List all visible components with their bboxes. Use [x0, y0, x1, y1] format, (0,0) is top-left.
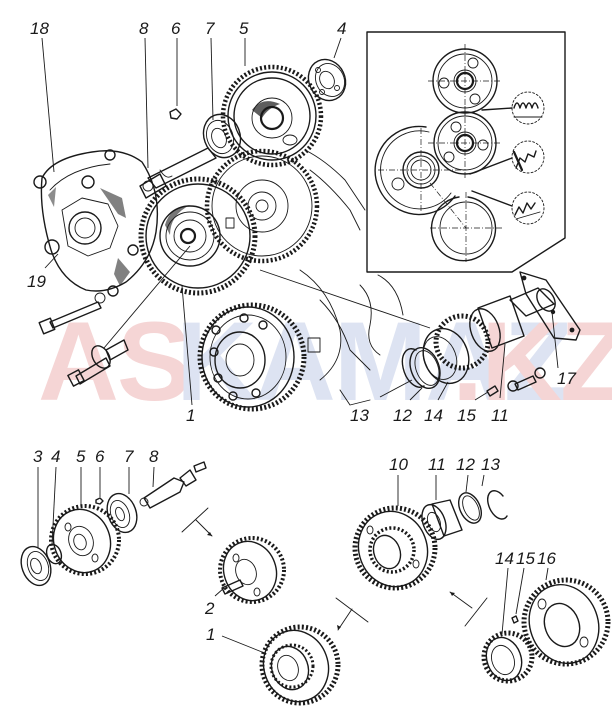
callout-12-assembly: 12	[393, 406, 412, 425]
callout-11-right: 11	[428, 455, 446, 474]
lower-left-exploded-group: 3 4 5 6 7 8 2 1	[20, 447, 369, 706]
assembly-callouts: 18 8 6 7 5 4 19 1 13 12 14 15 11 17	[27, 19, 576, 425]
callout-15-assembly: 15	[457, 406, 476, 425]
bolt-long	[38, 292, 106, 335]
inset-middle-gear	[428, 106, 502, 180]
part-13-snap-ring	[487, 490, 508, 520]
callout-5: 5	[239, 19, 249, 38]
part-17-flange-axle	[509, 271, 581, 341]
part-14-gear	[481, 630, 535, 684]
part-7-bearing-small	[106, 492, 138, 534]
callout-14-assembly: 14	[424, 406, 443, 425]
assembly-arrow-3	[449, 591, 488, 627]
part-18-cover	[33, 149, 159, 297]
crankshaft-outline	[299, 149, 404, 406]
callout-6-left: 6	[95, 447, 105, 466]
lower-right-exploded-group: 10 11 12 13 14 15 16	[352, 455, 611, 684]
callout-16: 16	[537, 549, 556, 568]
part-8-shaft-small	[139, 461, 207, 509]
callout-1-assembly: 1	[186, 406, 195, 425]
callout-17: 17	[557, 369, 576, 388]
part-5-camshaft-gear	[220, 64, 324, 168]
part-13-snap-ring-right	[401, 348, 425, 388]
callout-6: 6	[171, 19, 181, 38]
callout-7: 7	[205, 19, 215, 38]
callout-1-left: 1	[206, 625, 215, 644]
callout-11-assembly: 11	[491, 406, 509, 425]
intermediate-gear-center	[204, 148, 320, 264]
crankshaft-gear-lower	[197, 302, 307, 412]
part-1-idler-gear-assembly	[138, 176, 258, 296]
watermark-kamaz: KAMAZ	[176, 299, 570, 424]
assembly-arrow-1	[181, 507, 213, 537]
part-4-bearing	[307, 58, 347, 102]
part-6-key	[169, 108, 182, 120]
callout-5-left: 5	[76, 447, 86, 466]
inset-mesh-details	[469, 91, 545, 225]
callout-4-left: 4	[51, 447, 60, 466]
assembly-arrow-2	[335, 597, 369, 631]
callout-13-assembly: 13	[350, 406, 369, 425]
part-6-key-small	[95, 497, 104, 505]
inset-frame	[366, 31, 566, 273]
callout-2: 2	[204, 599, 215, 618]
part-11-bearing-right	[469, 295, 525, 352]
part-15-pin-right	[486, 385, 499, 397]
callout-3: 3	[33, 447, 43, 466]
callout-8-left: 8	[149, 447, 159, 466]
axle-with-washer	[67, 339, 129, 387]
callout-15-right: 15	[516, 549, 535, 568]
callout-19: 19	[27, 272, 46, 291]
part-12-ring-right	[409, 346, 441, 390]
callout-14-right: 14	[495, 549, 514, 568]
callout-18: 18	[30, 19, 49, 38]
leader-line-axle	[103, 245, 191, 349]
part-10-gear	[352, 505, 438, 591]
part-5-gear	[49, 504, 121, 576]
part-7-bearing	[202, 113, 242, 159]
callout-10: 10	[389, 455, 408, 474]
callout-13-right: 13	[481, 455, 500, 474]
part-14-gear-right	[422, 313, 491, 385]
inset-bottom-gear	[430, 192, 502, 262]
leader-line-assembly	[259, 269, 431, 329]
bolt-right	[507, 367, 546, 392]
part-16-gear	[521, 577, 611, 667]
part-8-shaft	[139, 147, 217, 199]
watermark: AS KAMAZ .KZ	[38, 299, 612, 424]
inset-left-gear	[374, 125, 467, 229]
callout-7-left: 7	[124, 447, 134, 466]
callout-12-right: 12	[456, 455, 475, 474]
part-12-ring	[457, 492, 483, 524]
callout-4: 4	[337, 19, 346, 38]
part-3-bearing	[20, 545, 52, 587]
gear-mesh-inset	[366, 31, 566, 273]
part-11-bearing	[421, 499, 463, 541]
watermark-as: AS	[38, 299, 190, 424]
part-15-pin	[511, 615, 519, 624]
callout-8: 8	[139, 19, 149, 38]
part-2-gear	[218, 536, 286, 604]
part-1-gear	[259, 624, 341, 706]
